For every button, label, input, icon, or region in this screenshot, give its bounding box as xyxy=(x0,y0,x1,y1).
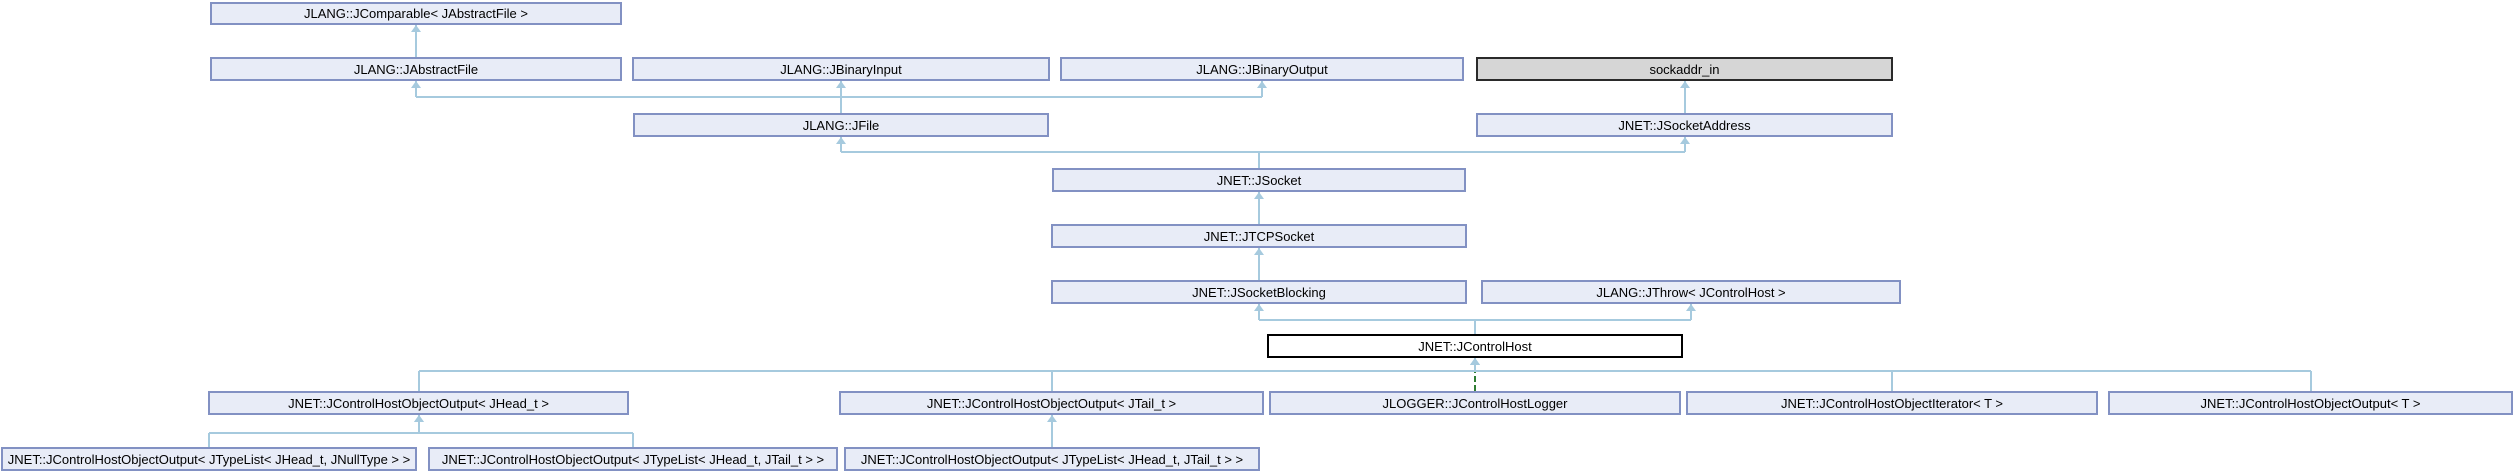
inheritance-arrow-icon xyxy=(1257,81,1267,88)
edge-line xyxy=(1891,371,1893,391)
edge-line xyxy=(415,25,417,57)
edge-line xyxy=(1051,370,1475,372)
class-node-output_t[interactable]: JNET::JControlHostObjectOutput< T > xyxy=(2108,391,2513,415)
edge-line xyxy=(1690,304,1692,320)
class-node-out_tl_null[interactable]: JNET::JControlHostObjectOutput< JTypeLis… xyxy=(1,447,417,471)
edge-line xyxy=(418,370,1475,372)
edge-line xyxy=(1683,137,1686,152)
inheritance-arrow-icon xyxy=(1254,192,1264,199)
edge-line xyxy=(209,432,419,434)
class-node-out_head[interactable]: JNET::JControlHostObjectOutput< JHead_t … xyxy=(208,391,629,415)
edge-line xyxy=(1258,248,1260,280)
class-node-sockaddr_in: sockaddr_in xyxy=(1476,57,1893,81)
inheritance-arrow-icon xyxy=(413,415,424,422)
edge-line-dashed xyxy=(1474,358,1476,391)
edge-line xyxy=(1683,81,1686,113)
class-node-jcontrolhost: JNET::JControlHost xyxy=(1267,334,1683,358)
inheritance-arrow-icon xyxy=(836,137,846,144)
edge-line xyxy=(1258,304,1260,320)
class-node-jabstractfile[interactable]: JLANG::JAbstractFile xyxy=(210,57,622,81)
inheritance-arrow-icon xyxy=(411,81,421,88)
edge-line xyxy=(418,432,633,434)
class-node-jsocketaddress[interactable]: JNET::JSocketAddress xyxy=(1476,113,1893,137)
edge-line xyxy=(415,81,417,97)
edge-line xyxy=(1475,319,1691,321)
inheritance-arrow-icon xyxy=(1254,304,1264,311)
edge-line xyxy=(1259,151,1685,153)
edge-line xyxy=(1475,370,2311,372)
class-node-jsocket[interactable]: JNET::JSocket xyxy=(1052,168,1466,192)
class-node-out_tail[interactable]: JNET::JControlHostObjectOutput< JTail_t … xyxy=(839,391,1264,415)
edge-line xyxy=(841,96,1262,98)
inheritance-arrow-icon xyxy=(1470,358,1480,365)
edge-line xyxy=(417,415,420,433)
inheritance-arrow-icon xyxy=(1679,137,1690,144)
edge-line xyxy=(841,151,1259,153)
class-node-jtcpsocket[interactable]: JNET::JTCPSocket xyxy=(1051,224,1467,248)
class-node-iterator_t[interactable]: JNET::JControlHostObjectIterator< T > xyxy=(1686,391,2098,415)
edge-line xyxy=(416,96,841,98)
inheritance-arrow-icon xyxy=(836,81,846,88)
inheritance-arrow-icon xyxy=(411,25,421,32)
edge-line xyxy=(632,433,634,447)
class-node-jbinaryoutput[interactable]: JLANG::JBinaryOutput xyxy=(1060,57,1464,81)
inheritance-arrow-icon xyxy=(1254,248,1264,255)
edge-line xyxy=(1474,320,1476,334)
edge-line xyxy=(840,97,842,113)
inheritance-arrow-icon xyxy=(1686,304,1696,311)
edge-line xyxy=(1050,371,1053,391)
class-node-jfile[interactable]: JLANG::JFile xyxy=(633,113,1049,137)
class-node-jcomparable[interactable]: JLANG::JComparable< JAbstractFile > xyxy=(210,2,622,25)
class-node-jthrow[interactable]: JLANG::JThrow< JControlHost > xyxy=(1481,280,1901,304)
edge-line xyxy=(1258,152,1260,168)
edge-line xyxy=(1261,81,1263,97)
class-node-out_tl_tail_a[interactable]: JNET::JControlHostObjectOutput< JTypeLis… xyxy=(428,447,838,471)
inheritance-arrow-icon xyxy=(1679,81,1690,88)
edge-line xyxy=(1258,192,1260,224)
class-node-out_tl_tail_b[interactable]: JNET::JControlHostObjectOutput< JTypeLis… xyxy=(844,447,1260,471)
inheritance-arrow-icon xyxy=(1046,415,1057,422)
class-node-jbinaryinput[interactable]: JLANG::JBinaryInput xyxy=(632,57,1050,81)
edge-line xyxy=(417,371,420,391)
edge-line xyxy=(208,433,210,447)
edge-line xyxy=(840,137,842,152)
class-node-jsocketblocking[interactable]: JNET::JSocketBlocking xyxy=(1051,280,1467,304)
edge-line xyxy=(2309,371,2312,391)
edge-line xyxy=(1050,415,1053,447)
edge-line xyxy=(1259,319,1475,321)
class-node-logger[interactable]: JLOGGER::JControlHostLogger xyxy=(1269,391,1681,415)
